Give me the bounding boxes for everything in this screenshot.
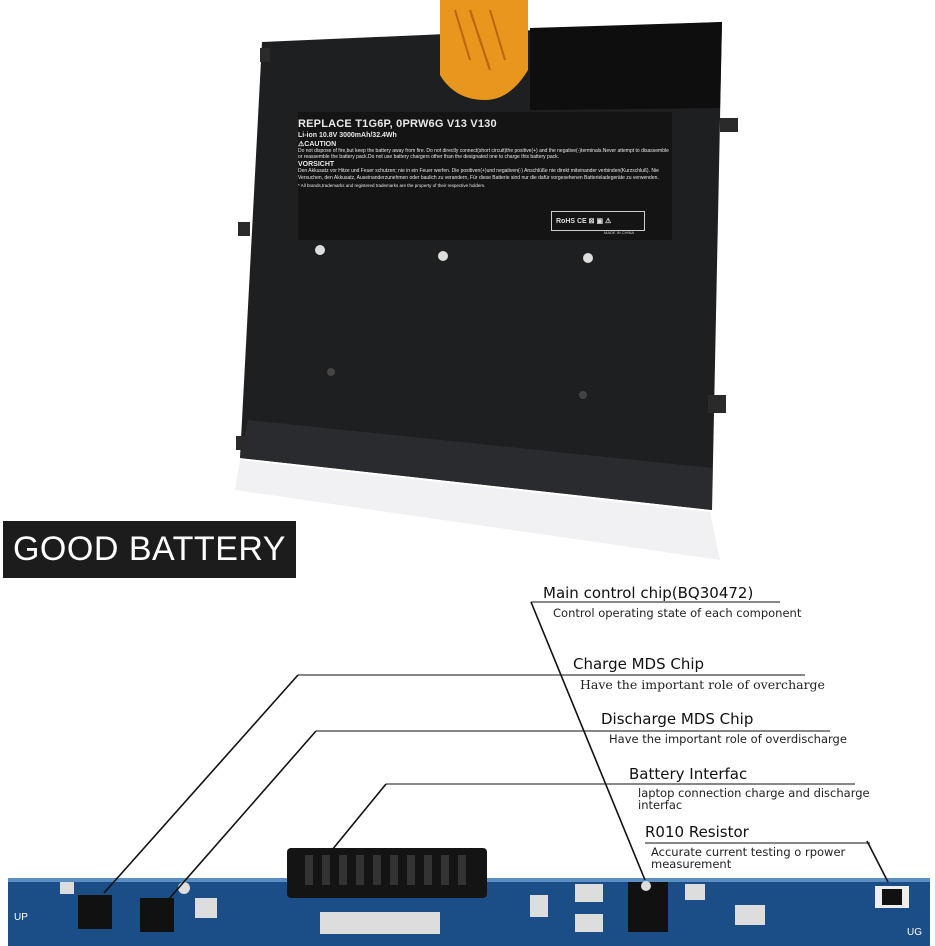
vorsicht-text: Den Akkusatz vor Hitze und Feuer schutze… (298, 168, 659, 181)
mount-tab (236, 436, 248, 450)
pcb-pad (178, 882, 190, 894)
connector-pins (305, 855, 466, 885)
screw-hole (315, 245, 325, 255)
good-battery-badge: GOOD BATTERY (3, 521, 296, 578)
mount-tab (708, 395, 726, 413)
tape (530, 22, 722, 110)
ribbon-traces (454, 9, 506, 71)
callout-desc-charge-mds: Have the important role of overcharge (580, 677, 825, 692)
certification-marks: RoHS CE ⊠ ▣ ⚠ (551, 211, 645, 231)
battery-edge (240, 420, 712, 510)
battery-interface-connector (287, 848, 487, 898)
pcb-pad (641, 881, 651, 891)
callout-title-charge-mds: Charge MDS Chip (573, 655, 705, 673)
callout-title-discharge-mds: Discharge MDS Chip (601, 710, 754, 728)
pcb-mark-left: UP (14, 912, 28, 923)
screw-hole (327, 368, 335, 376)
smd-components (60, 882, 765, 934)
screw-hole (438, 251, 448, 261)
battery-spec: Li-ion 10.8V 3000mAh/32.4Wh (298, 132, 397, 139)
callout-leaders (103, 601, 889, 901)
screw-hole (583, 253, 593, 263)
battery-reflection (235, 460, 720, 560)
callout-desc-battery-interface: laptop connection charge and discharge i… (638, 786, 870, 812)
pcb-mark-right: UG (907, 927, 922, 938)
callout-desc-r010: Accurate current testing o rpower measur… (651, 845, 846, 871)
callout-title-r010: R010 Resistor (645, 823, 749, 841)
battery-label: REPLACE T1G6P, 0PRW6G V13 V130 Li-ion 10… (298, 118, 672, 188)
callout-desc-main-chip: Control operating state of each componen… (553, 606, 802, 620)
charge-mds-chip (78, 895, 112, 929)
mount-tab (720, 118, 738, 132)
label-panel-bg (298, 112, 672, 240)
discharge-mds-chip (140, 898, 174, 932)
made-in: MADE IN CHINA (604, 230, 635, 235)
callout-title-battery-interface: Battery Interfac (629, 765, 748, 783)
caution-text: Do not dispose of fire,but keep the batt… (298, 148, 669, 161)
trademark-note: * All brands,trademarks and registered t… (298, 182, 486, 188)
battery-model: REPLACE T1G6P, 0PRW6G V13 V130 (298, 118, 497, 130)
callout-desc-discharge-mds: Have the important role of overdischarge (609, 732, 847, 746)
mount-tab (238, 222, 250, 236)
callout-title-main-chip: Main control chip(BQ30472) (543, 584, 754, 602)
caution-heading: ⚠CAUTION (298, 141, 337, 148)
screw-hole (579, 391, 587, 399)
vorsicht-heading: VORSICHT (298, 161, 335, 169)
r010-resistor-body (882, 889, 902, 905)
mount-tab (260, 48, 270, 62)
